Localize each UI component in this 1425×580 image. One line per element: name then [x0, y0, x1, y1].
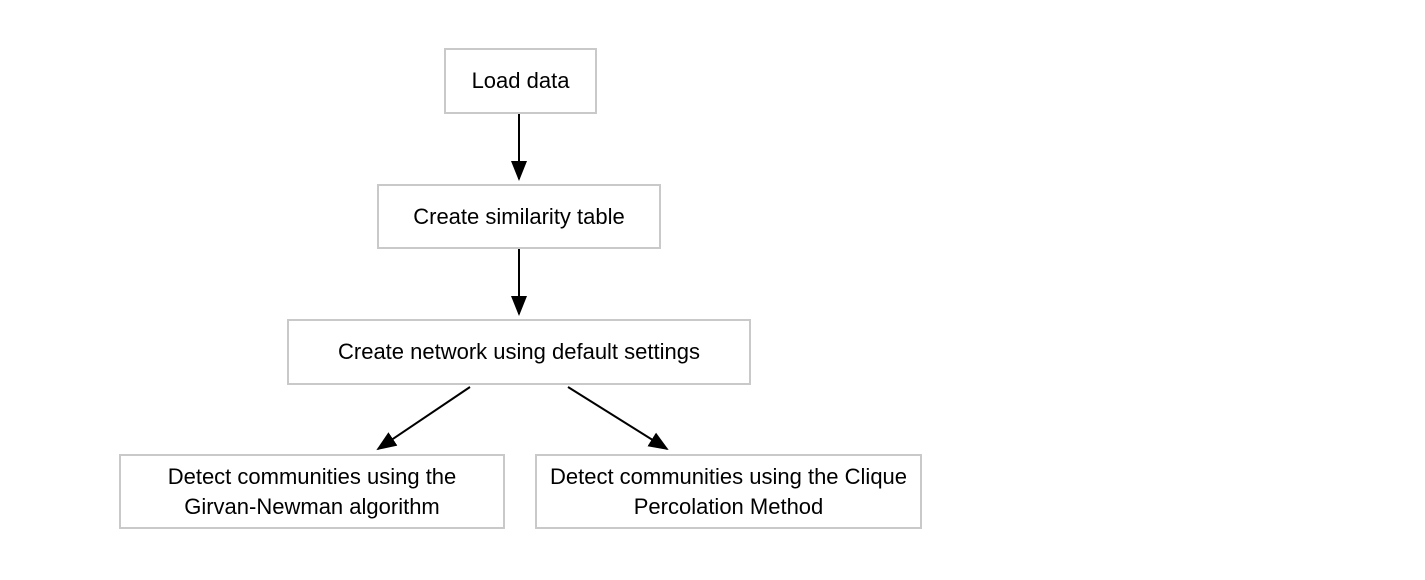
node-create-similarity-table: Create similarity table [377, 184, 661, 249]
arrow-network-to-girvan [376, 386, 471, 451]
node-create-network: Create network using default settings [287, 319, 751, 385]
node-load-data-label: Load data [471, 68, 570, 94]
node-detect-girvan-newman: Detect communities using the Girvan-Newm… [119, 454, 505, 529]
node-create-similarity-table-label: Create similarity table [413, 203, 625, 229]
arrow-network-to-clique [567, 386, 669, 451]
node-create-network-label: Create network using default settings [338, 339, 700, 365]
node-detect-clique-percolation-label: Detect communities using the Clique Perc… [549, 463, 908, 519]
node-load-data: Load data [444, 48, 597, 114]
node-detect-clique-percolation: Detect communities using the Clique Perc… [535, 454, 922, 529]
node-detect-girvan-newman-label: Detect communities using the Girvan-Newm… [167, 463, 457, 519]
